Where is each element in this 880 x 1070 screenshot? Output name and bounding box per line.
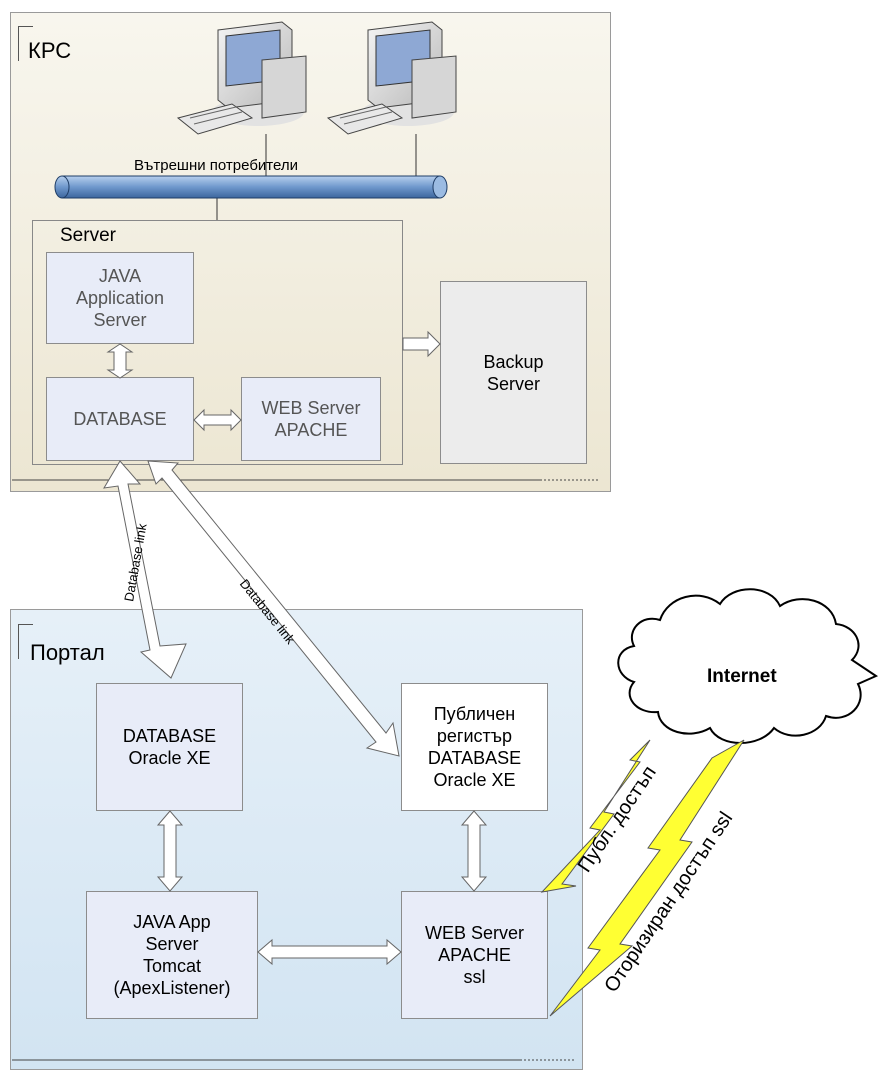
web-apache-ssl-label: WEB Server APACHE ssl: [424, 923, 525, 987]
krs-label: КРС: [28, 38, 72, 63]
db-java-portal-arrow: [156, 810, 184, 892]
server-label: Server: [60, 225, 116, 246]
web-server-box: WEB Server APACHE: [241, 377, 381, 461]
java-tomcat-box: JAVA App Server Tomcat (ApexListener): [86, 891, 258, 1019]
database-link-arrow-1: [103, 460, 187, 679]
public-registry-box: Публичен регистър DATABASE Oracle XE: [401, 683, 548, 811]
backup-server-box: Backup Server: [440, 281, 587, 464]
registry-web-portal-arrow: [460, 810, 488, 892]
lightning-icon: [549, 739, 745, 1017]
database-oracle-xe-label: DATABASE Oracle XE: [122, 726, 217, 768]
computer-icon: [176, 21, 307, 135]
lightning-icon: [540, 739, 651, 893]
portal-zone-corner: [18, 624, 33, 659]
krs-zone-corner: [18, 26, 33, 61]
database-label: DATABASE: [73, 409, 167, 429]
java-database-arrow: [106, 343, 134, 379]
java-application-server-label: JAVA Application Server: [75, 266, 165, 330]
internet-label: Internet: [707, 666, 777, 687]
network-pipe: [54, 175, 448, 199]
java-tomcat-label: JAVA App Server Tomcat (ApexListener): [113, 912, 231, 998]
web-server-label: WEB Server APACHE: [261, 398, 361, 440]
computer-icon: [326, 21, 457, 135]
database-web-arrow: [193, 408, 242, 432]
cloud-icon: [617, 588, 879, 744]
database-oracle-xe-box: DATABASE Oracle XE: [96, 683, 243, 811]
public-registry-label: Публичен регистър DATABASE Oracle XE: [427, 704, 522, 790]
server-backup-arrow: [402, 330, 441, 358]
backup-server-label: Backup Server: [483, 351, 544, 394]
web-apache-ssl-box: WEB Server APACHE ssl: [401, 891, 548, 1019]
database-link-arrow-2: [147, 460, 400, 757]
database-box: DATABASE: [46, 377, 194, 461]
java-web-portal-arrow: [257, 938, 402, 966]
portal-label: Портал: [30, 640, 105, 665]
network-label: Вътрешни потребители: [134, 157, 298, 174]
